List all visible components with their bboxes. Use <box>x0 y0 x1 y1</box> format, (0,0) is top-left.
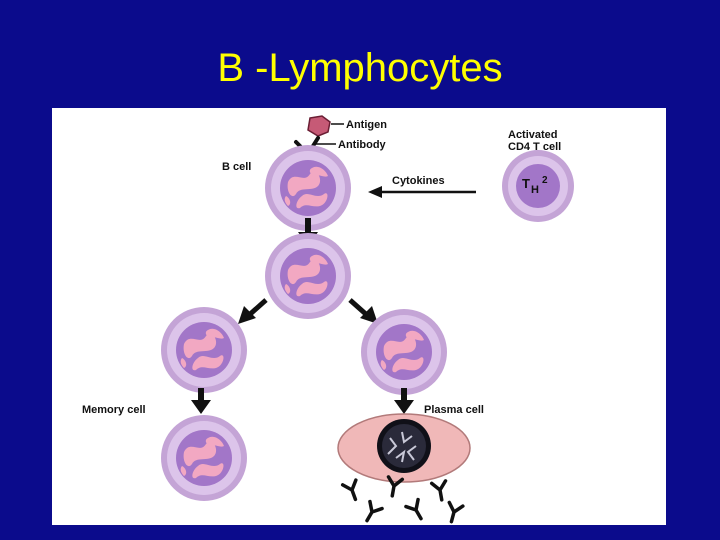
activated-label-line2: CD4 T cell <box>508 141 561 153</box>
left-b-cell <box>161 307 247 393</box>
arrow-right-diagonal-icon <box>348 298 378 324</box>
memory-cell-label: Memory cell <box>82 404 146 416</box>
th2-label-h: H <box>531 184 539 196</box>
plasma-cell-label: Plasma cell <box>424 404 484 416</box>
secreted-antibodies-icon <box>340 475 465 525</box>
antigen-icon <box>307 115 331 137</box>
b-lymphocyte-diagram: Antigen Antibody B cell Cytokines Activa… <box>82 115 574 525</box>
b-cell-label: B cell <box>222 161 251 173</box>
activated-label-line1: Activated <box>508 129 558 141</box>
memory-cell <box>161 415 247 501</box>
diagram-panel: Antigen Antibody B cell Cytokines Activa… <box>52 108 666 525</box>
cytokines-arrow-head <box>368 186 382 198</box>
th2-label-2: 2 <box>542 175 548 186</box>
right-b-cell <box>361 309 447 395</box>
antibody-label: Antibody <box>338 139 387 151</box>
antigen-label: Antigen <box>346 119 387 131</box>
arrow-down-memory-icon <box>191 388 211 414</box>
slide-title: B -Lymphocytes <box>217 46 503 90</box>
th2-cell <box>502 150 574 222</box>
activated-b-cell <box>265 233 351 319</box>
th2-label-t: T <box>522 176 530 191</box>
cytokines-label: Cytokines <box>392 175 445 187</box>
plasma-cell <box>337 413 471 483</box>
arrow-down-plasma-icon <box>394 388 414 414</box>
arrow-left-diagonal-icon <box>238 298 268 324</box>
